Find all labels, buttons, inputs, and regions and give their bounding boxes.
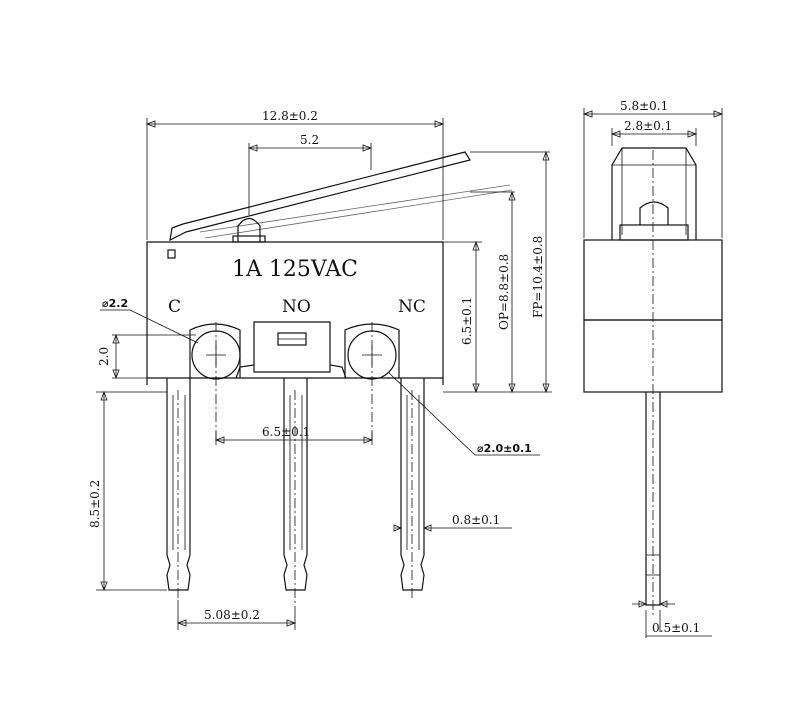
dim-actuator-width: 2.8±0.1	[624, 119, 672, 133]
dim-lever-offset: 5.2	[300, 133, 319, 147]
dim-body-width: 5.8±0.1	[620, 99, 668, 113]
left-hole-pocket	[189, 323, 241, 378]
side-actuator	[611, 147, 697, 240]
dim-operating-position: OP=8.8±0.8	[497, 254, 511, 330]
body-marker	[167, 249, 176, 259]
side-view: 5.8±0.1 2.8±0.1 0.5±0.1	[582, 99, 724, 638]
terminal-nc-label: NC	[398, 297, 426, 317]
dim-hole-height: 2.0	[97, 347, 111, 366]
dim-pin-thickness: 0.5±0.1	[652, 621, 700, 635]
dim-hole-dia-small: ⌀2.2	[102, 297, 128, 310]
front-view: 12.8±0.2 5.2 1A 125VAC C NO NC ⌀2.2 2.0 …	[88, 109, 552, 630]
lever-free-ghost	[199, 184, 513, 239]
nose-slot	[253, 365, 331, 373]
dim-body-height: 6.5±0.1	[460, 297, 474, 345]
pin-nc	[400, 378, 425, 591]
dim-width: 12.8±0.2	[262, 109, 318, 123]
dim-mount-hole-dia: ⌀2.0±0.1	[477, 442, 532, 455]
dim-pin-length: 8.5±0.2	[88, 480, 102, 528]
dim-pin-width: 0.8±0.1	[452, 513, 500, 527]
rating-label: 1A 125VAC	[232, 257, 358, 282]
dim-hole-pitch: 6.5±0.1	[262, 425, 310, 439]
side-plunger	[639, 201, 669, 225]
terminal-no-label: NO	[282, 297, 311, 317]
body-bottom-step	[146, 377, 444, 385]
dim-pin-pitch: 5.08±0.2	[204, 608, 260, 622]
plunger	[237, 217, 261, 242]
lever-arm	[169, 151, 471, 242]
dim-free-position: FP=10.4±0.8	[531, 236, 545, 318]
terminal-c-label: C	[168, 297, 181, 317]
pin-c	[166, 378, 191, 591]
pin-no	[283, 378, 308, 591]
